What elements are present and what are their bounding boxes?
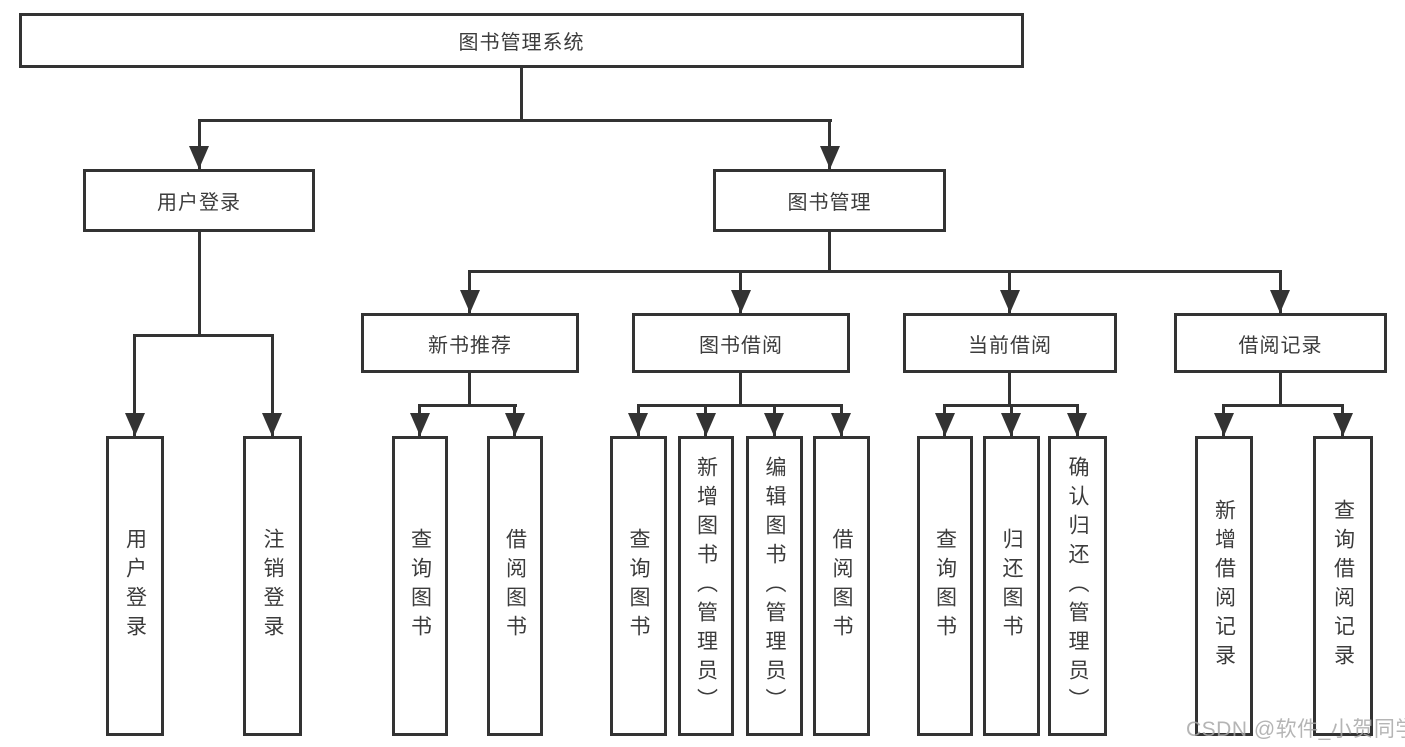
- node-book-management-label: 图书管理: [787, 192, 872, 214]
- arrow-down-icon: [262, 413, 282, 436]
- leaf-query-borrow-record-label: 查询借阅记录: [1331, 499, 1355, 673]
- leaf-add-borrow-record: 新增借阅记录: [1195, 436, 1253, 736]
- leaf-query-books-recommend-label: 查询图书: [408, 528, 432, 644]
- leaf-borrow-books-recommend: 借阅图书: [487, 436, 543, 736]
- node-new-book-recommend-label: 新书推荐: [428, 334, 512, 357]
- leaf-logout-login-label: 注销登录: [261, 528, 284, 644]
- arrow-down-icon: [1067, 413, 1087, 436]
- connector-line: [468, 373, 471, 406]
- node-borrow-records: 借阅记录: [1174, 313, 1387, 373]
- node-user-login-label: 用户登录: [157, 192, 241, 214]
- connector-line: [828, 119, 831, 169]
- node-borrow-records-label: 借阅记录: [1238, 334, 1323, 357]
- leaf-query-books-borrow-label: 查询图书: [627, 528, 650, 644]
- connector-line: [520, 68, 523, 120]
- connector-line: [198, 232, 201, 336]
- arrow-down-icon: [410, 413, 430, 436]
- node-book-borrow: 图书借阅: [632, 313, 850, 373]
- leaf-add-book-admin: 新增图书（管理员）: [678, 436, 734, 736]
- leaf-borrow-books-borrow: 借阅图书: [813, 436, 870, 736]
- leaf-add-borrow-record-label: 新增借阅记录: [1212, 499, 1236, 673]
- connector-line: [133, 334, 273, 337]
- connector-line: [271, 334, 274, 436]
- leaf-edit-book-admin-label: 编辑图书（管理员）: [763, 455, 786, 717]
- node-current-borrow-label: 当前借阅: [968, 334, 1052, 357]
- arrow-down-icon: [460, 290, 480, 313]
- node-book-borrow-label: 图书借阅: [699, 334, 783, 357]
- arrow-down-icon: [820, 146, 840, 169]
- connector-line: [468, 270, 1281, 273]
- arrow-down-icon: [935, 413, 955, 436]
- arrow-down-icon: [1270, 290, 1290, 313]
- connector-line: [739, 373, 742, 406]
- connector-line: [198, 119, 832, 122]
- node-new-book-recommend: 新书推荐: [361, 313, 579, 373]
- leaf-return-books-label: 归还图书: [1000, 528, 1023, 644]
- connector-line: [198, 119, 201, 169]
- arrow-down-icon: [505, 413, 525, 436]
- leaf-borrow-books-borrow-label: 借阅图书: [830, 528, 853, 644]
- leaf-user-login-label: 用户登录: [123, 528, 147, 644]
- arrow-down-icon: [1333, 413, 1353, 436]
- connector-line: [1279, 373, 1282, 406]
- connector-line: [1222, 404, 1344, 407]
- node-root: 图书管理系统: [19, 13, 1024, 68]
- arrow-down-icon: [189, 146, 209, 169]
- connector-line: [828, 232, 831, 272]
- leaf-query-books-current-label: 查询图书: [933, 528, 957, 644]
- arrow-down-icon: [831, 413, 851, 436]
- leaf-borrow-books-recommend-label: 借阅图书: [503, 528, 527, 644]
- connector-line: [637, 404, 843, 407]
- connector-line: [1008, 373, 1011, 406]
- arrow-down-icon: [1001, 413, 1021, 436]
- connector-line: [133, 334, 136, 436]
- leaf-query-books-borrow: 查询图书: [610, 436, 667, 736]
- csdn-watermark: CSDN @软件_小贺同学: [1186, 718, 1405, 741]
- leaf-query-books-current: 查询图书: [917, 436, 973, 736]
- leaf-add-book-admin-label: 新增图书（管理员）: [694, 455, 718, 717]
- leaf-query-borrow-record: 查询借阅记录: [1313, 436, 1373, 736]
- arrow-down-icon: [696, 413, 716, 436]
- node-current-borrow: 当前借阅: [903, 313, 1117, 373]
- connector-line: [418, 404, 517, 407]
- leaf-return-books: 归还图书: [983, 436, 1040, 736]
- arrow-down-icon: [1214, 413, 1234, 436]
- leaf-confirm-return-admin: 确认归还（管理员）: [1048, 436, 1107, 736]
- arrow-down-icon: [1000, 290, 1020, 313]
- node-root-label: 图书管理系统: [458, 32, 585, 54]
- arrow-down-icon: [628, 413, 648, 436]
- arrow-down-icon: [764, 413, 784, 436]
- leaf-user-login: 用户登录: [106, 436, 164, 736]
- arrow-down-icon: [125, 413, 145, 436]
- node-user-login: 用户登录: [83, 169, 315, 232]
- leaf-query-books-recommend: 查询图书: [392, 436, 448, 736]
- node-book-management: 图书管理: [713, 169, 946, 232]
- leaf-logout-login: 注销登录: [243, 436, 302, 736]
- leaf-edit-book-admin: 编辑图书（管理员）: [746, 436, 803, 736]
- arrow-down-icon: [731, 290, 751, 313]
- leaf-confirm-return-admin-label: 确认归还（管理员）: [1066, 455, 1089, 717]
